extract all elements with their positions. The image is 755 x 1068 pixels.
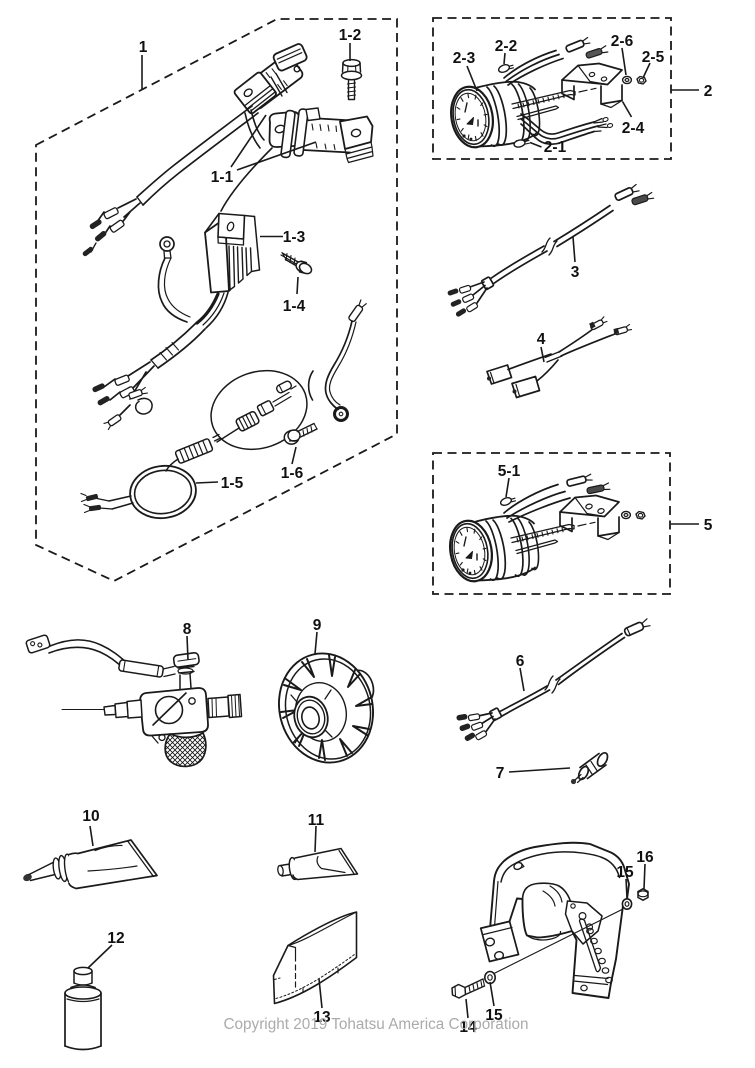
svg-text:2-4: 2-4	[622, 120, 645, 137]
svg-text:9: 9	[313, 617, 322, 634]
svg-text:5: 5	[704, 517, 713, 534]
svg-text:Copyright 2019 Tohatsu America: Copyright 2019 Tohatsu America Corporati…	[224, 1016, 529, 1033]
svg-text:8: 8	[183, 621, 192, 638]
svg-text:2-1: 2-1	[544, 139, 567, 156]
svg-text:2-2: 2-2	[495, 38, 517, 55]
svg-text:2-3: 2-3	[453, 50, 476, 67]
svg-text:11: 11	[308, 812, 325, 829]
svg-text:13: 13	[313, 1009, 331, 1026]
svg-text:2-5: 2-5	[642, 49, 665, 66]
svg-text:15: 15	[616, 864, 634, 881]
svg-text:14: 14	[459, 1019, 477, 1036]
svg-text:15: 15	[485, 1007, 503, 1024]
svg-text:5-1: 5-1	[498, 463, 521, 480]
svg-text:1: 1	[139, 39, 148, 56]
svg-text:6: 6	[516, 653, 525, 670]
svg-text:7: 7	[496, 765, 505, 782]
svg-text:2-6: 2-6	[611, 33, 634, 50]
svg-text:3: 3	[571, 264, 580, 281]
svg-text:1-1: 1-1	[211, 169, 234, 186]
svg-text:1-6: 1-6	[281, 465, 304, 482]
svg-text:4: 4	[537, 331, 546, 348]
svg-text:1-4: 1-4	[283, 298, 306, 315]
svg-text:2: 2	[704, 83, 713, 100]
svg-text:12: 12	[107, 930, 124, 947]
svg-text:10: 10	[82, 808, 99, 825]
svg-text:1-3: 1-3	[283, 229, 306, 246]
svg-text:16: 16	[636, 849, 654, 866]
svg-text:1-5: 1-5	[221, 475, 244, 492]
svg-text:1-2: 1-2	[339, 27, 361, 44]
